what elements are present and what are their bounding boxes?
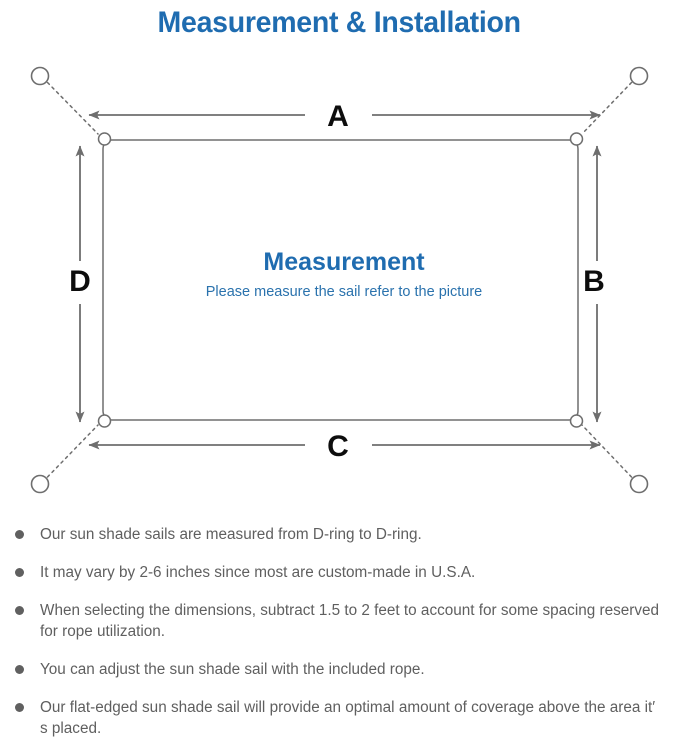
list-item: You can adjust the sun shade sail with t… — [12, 659, 665, 680]
bullet-icon — [15, 703, 24, 712]
notes-list: Our sun shade sails are measured from D-… — [0, 524, 679, 739]
dimension-b: B — [583, 145, 605, 423]
anchor-circle-top-right — [629, 66, 649, 86]
title-bar: Measurement & Installation — [0, 0, 679, 46]
d-ring-bottom-right — [569, 414, 584, 428]
d-ring-bottom-left — [97, 414, 112, 428]
list-item: Our flat-edged sun shade sail will provi… — [12, 697, 665, 739]
sail-heading: Measurement — [263, 248, 425, 276]
note-text: When selecting the dimensions, subtract … — [40, 602, 660, 640]
bullet-icon — [15, 568, 24, 577]
list-item: It may vary by 2-6 inches since most are… — [12, 562, 665, 583]
anchor-circle-bottom-left — [30, 474, 50, 494]
dimension-c-label: C — [327, 430, 349, 463]
rope-line-bottom-right — [581, 424, 633, 478]
list-item: When selecting the dimensions, subtract … — [12, 600, 665, 642]
note-text: Our sun shade sails are measured from D-… — [40, 526, 422, 543]
note-text: Our flat-edged sun shade sail will provi… — [40, 699, 656, 737]
dimension-a-label: A — [327, 100, 349, 133]
dimension-b-label: B — [583, 265, 605, 298]
dimension-d-label: D — [69, 265, 91, 298]
bullet-icon — [15, 606, 24, 615]
rope-line-top-left — [46, 81, 99, 135]
rope-line-top-right — [581, 81, 633, 135]
anchor-circle-bottom-right — [629, 474, 649, 494]
sail-measurement-diagram: A C D B Measurement Please measure the s… — [0, 46, 679, 519]
bullet-icon — [15, 665, 24, 674]
anchor-circle-top-left — [30, 66, 50, 86]
note-text: You can adjust the sun shade sail with t… — [40, 661, 425, 678]
dimension-d: D — [69, 145, 91, 423]
rope-line-bottom-left — [46, 424, 99, 478]
sail-outline — [102, 139, 579, 421]
note-text: It may vary by 2-6 inches since most are… — [40, 564, 476, 581]
bullet-icon — [15, 530, 24, 539]
list-item: Our sun shade sails are measured from D-… — [12, 524, 665, 545]
page-title: Measurement & Installation — [157, 6, 522, 39]
d-ring-top-right — [569, 132, 584, 146]
d-ring-top-left — [97, 132, 112, 146]
dimension-c: C — [88, 430, 601, 463]
sail-subheading: Please measure the sail refer to the pic… — [206, 284, 482, 300]
dimension-a: A — [88, 100, 601, 133]
